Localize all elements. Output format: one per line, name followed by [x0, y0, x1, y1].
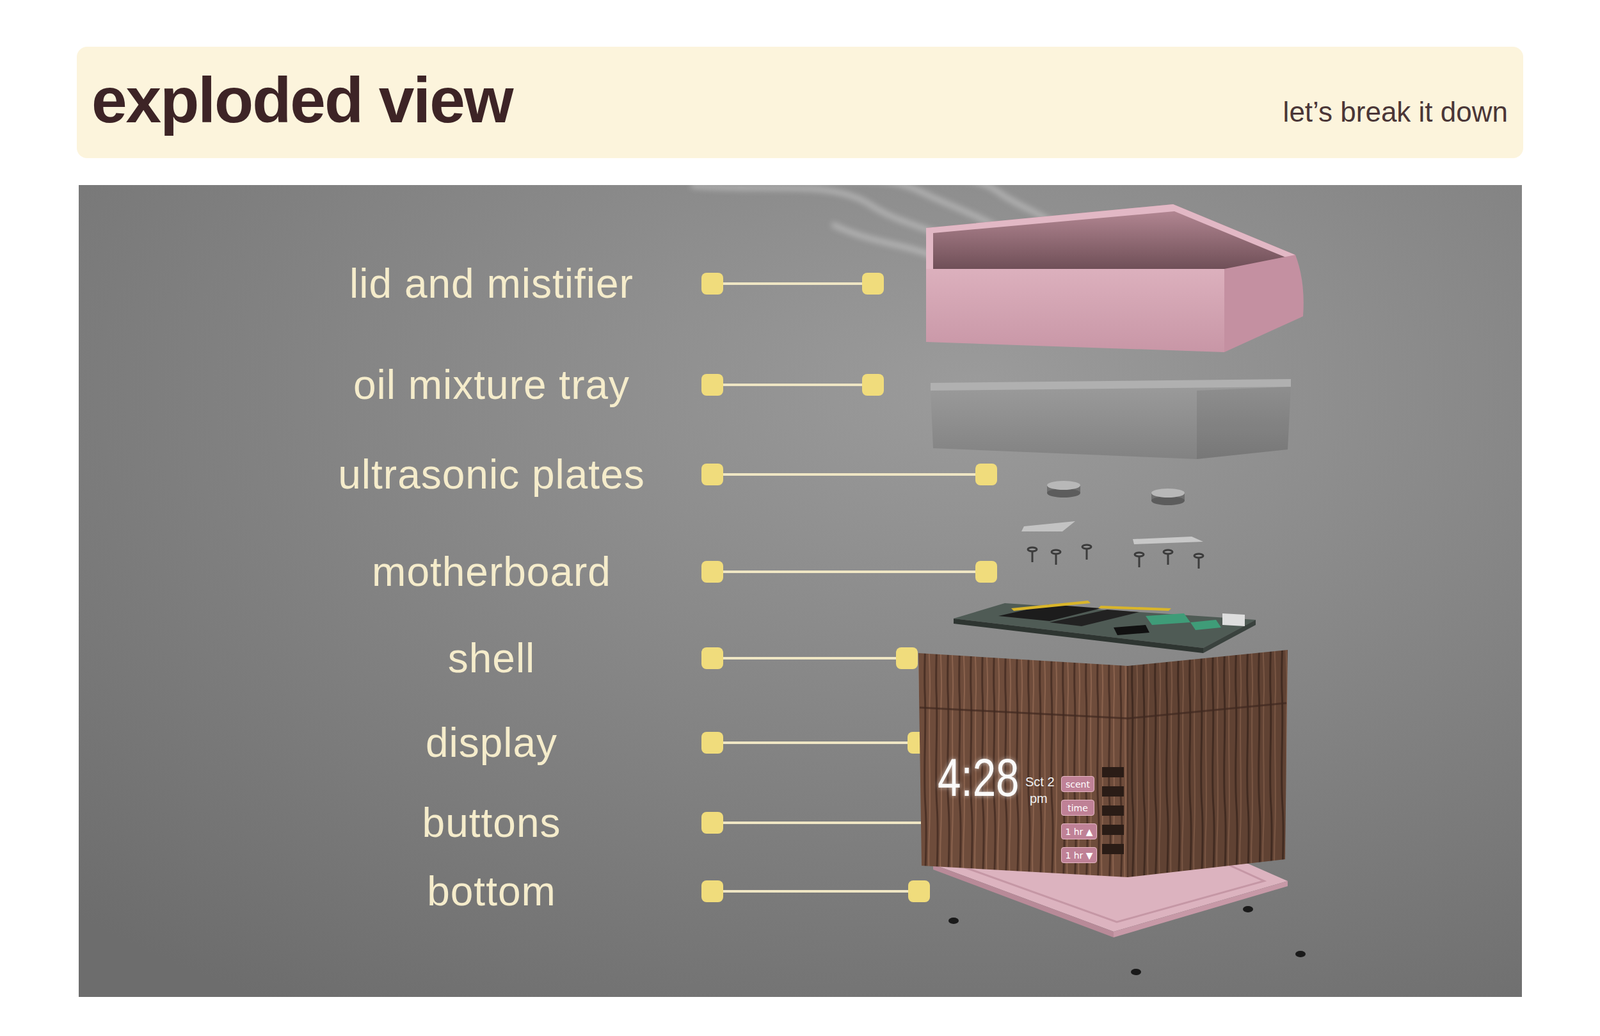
- screws: [1027, 544, 1204, 569]
- part-label: display: [425, 720, 558, 765]
- ultrasonic-plates: [1021, 480, 1204, 544]
- part-label: motherboard: [371, 549, 612, 594]
- button-label: scent: [1065, 779, 1090, 789]
- oil-tray: [930, 378, 1291, 459]
- display-text: Sct 2: [1025, 774, 1055, 789]
- page-title: exploded view: [91, 67, 513, 132]
- button-key: 1 hr ▲: [1061, 823, 1097, 840]
- clock-digits: 4:28: [937, 750, 1020, 804]
- motherboard: [953, 600, 1256, 653]
- part-label: oil mixture tray: [353, 362, 630, 408]
- header-band: [76, 46, 1524, 159]
- gray-panel: [78, 184, 1522, 997]
- page-subtitle: let’s break it down: [1283, 96, 1508, 128]
- part-label: lid and mistifier: [349, 261, 634, 306]
- button-label: 1 hr ▼: [1064, 850, 1093, 860]
- button-key: 1 hr ▼: [1061, 846, 1097, 863]
- lid-mistifier: [926, 204, 1304, 352]
- button-label: 1 hr ▲: [1064, 826, 1093, 836]
- part-label: shell: [448, 635, 536, 681]
- leader-lines: [712, 283, 1033, 891]
- button-key: time: [1061, 799, 1095, 816]
- display-text: pm: [1029, 791, 1048, 806]
- part-label: ultrasonic plates: [337, 451, 645, 497]
- part-label: buttons: [422, 800, 562, 845]
- part-label: bottom: [426, 868, 557, 914]
- wood-shell: [918, 649, 1288, 877]
- button-label: time: [1067, 803, 1088, 813]
- button-key: scent: [1061, 775, 1095, 792]
